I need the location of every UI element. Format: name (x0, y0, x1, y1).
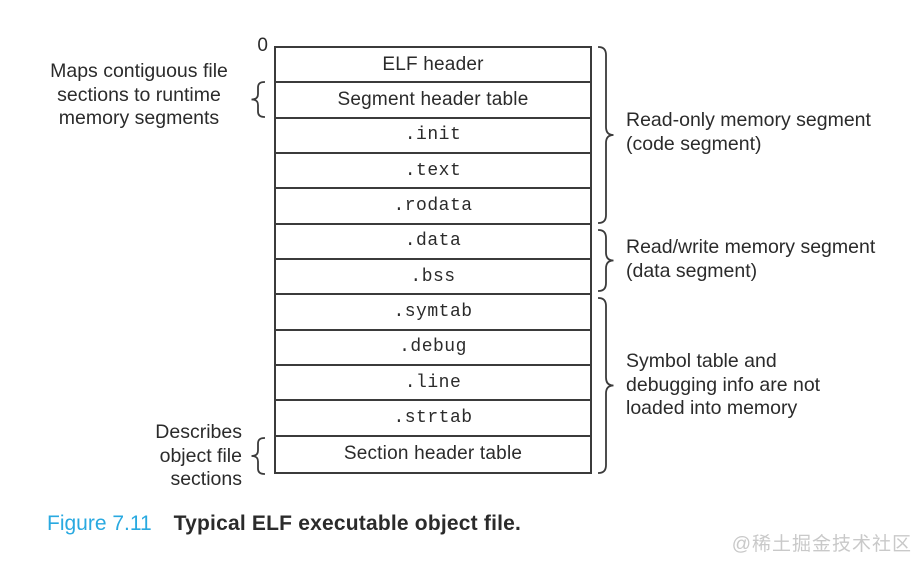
left-brace-segment-header-icon (251, 81, 265, 118)
row-debug-section: .debug (276, 331, 590, 366)
row-line-section: .line (276, 366, 590, 402)
row-data-section: .data (276, 225, 590, 260)
figure-number: Figure 7.11 (47, 512, 152, 535)
segment-header-annotation: Maps contiguous file sections to runtime… (50, 60, 228, 129)
row-init-section: .init (276, 119, 590, 154)
section-header-annotation: Describes object file sections (155, 421, 242, 490)
row-strtab-section: .strtab (276, 401, 590, 437)
right-brace-data-segment-icon (598, 229, 614, 292)
row-elf-header: ELF header (276, 48, 590, 84)
read-write-segment-annotation: Read/write memory segment (data segment) (626, 236, 876, 282)
row-symtab-section: .symtab (276, 295, 590, 331)
row-section-header-table: Section header table (343, 443, 523, 465)
origin-address-label: 0 (257, 35, 268, 56)
row-text-section: .text (276, 154, 590, 190)
elf-file-layout-box: ELF header Segment header table .init .t… (274, 46, 592, 474)
left-brace-section-header-icon (251, 437, 265, 475)
right-brace-symbol-table-icon (598, 297, 614, 474)
figure-title: Typical ELF executable object file. (173, 512, 522, 535)
figure-caption: Figure 7.11 Typical ELF executable object… (47, 512, 667, 536)
row-segment-header-table: Segment header table (276, 83, 590, 119)
watermark-text: @稀土掘金技术社区 (731, 534, 912, 555)
symbol-table-annotation: Symbol table and debugging info are not … (626, 350, 821, 419)
read-only-segment-annotation: Read-only memory segment (code segment) (626, 109, 871, 155)
row-bss-section: .bss (276, 260, 590, 296)
right-brace-code-segment-icon (598, 46, 614, 224)
row-rodata-section: .rodata (276, 189, 590, 225)
